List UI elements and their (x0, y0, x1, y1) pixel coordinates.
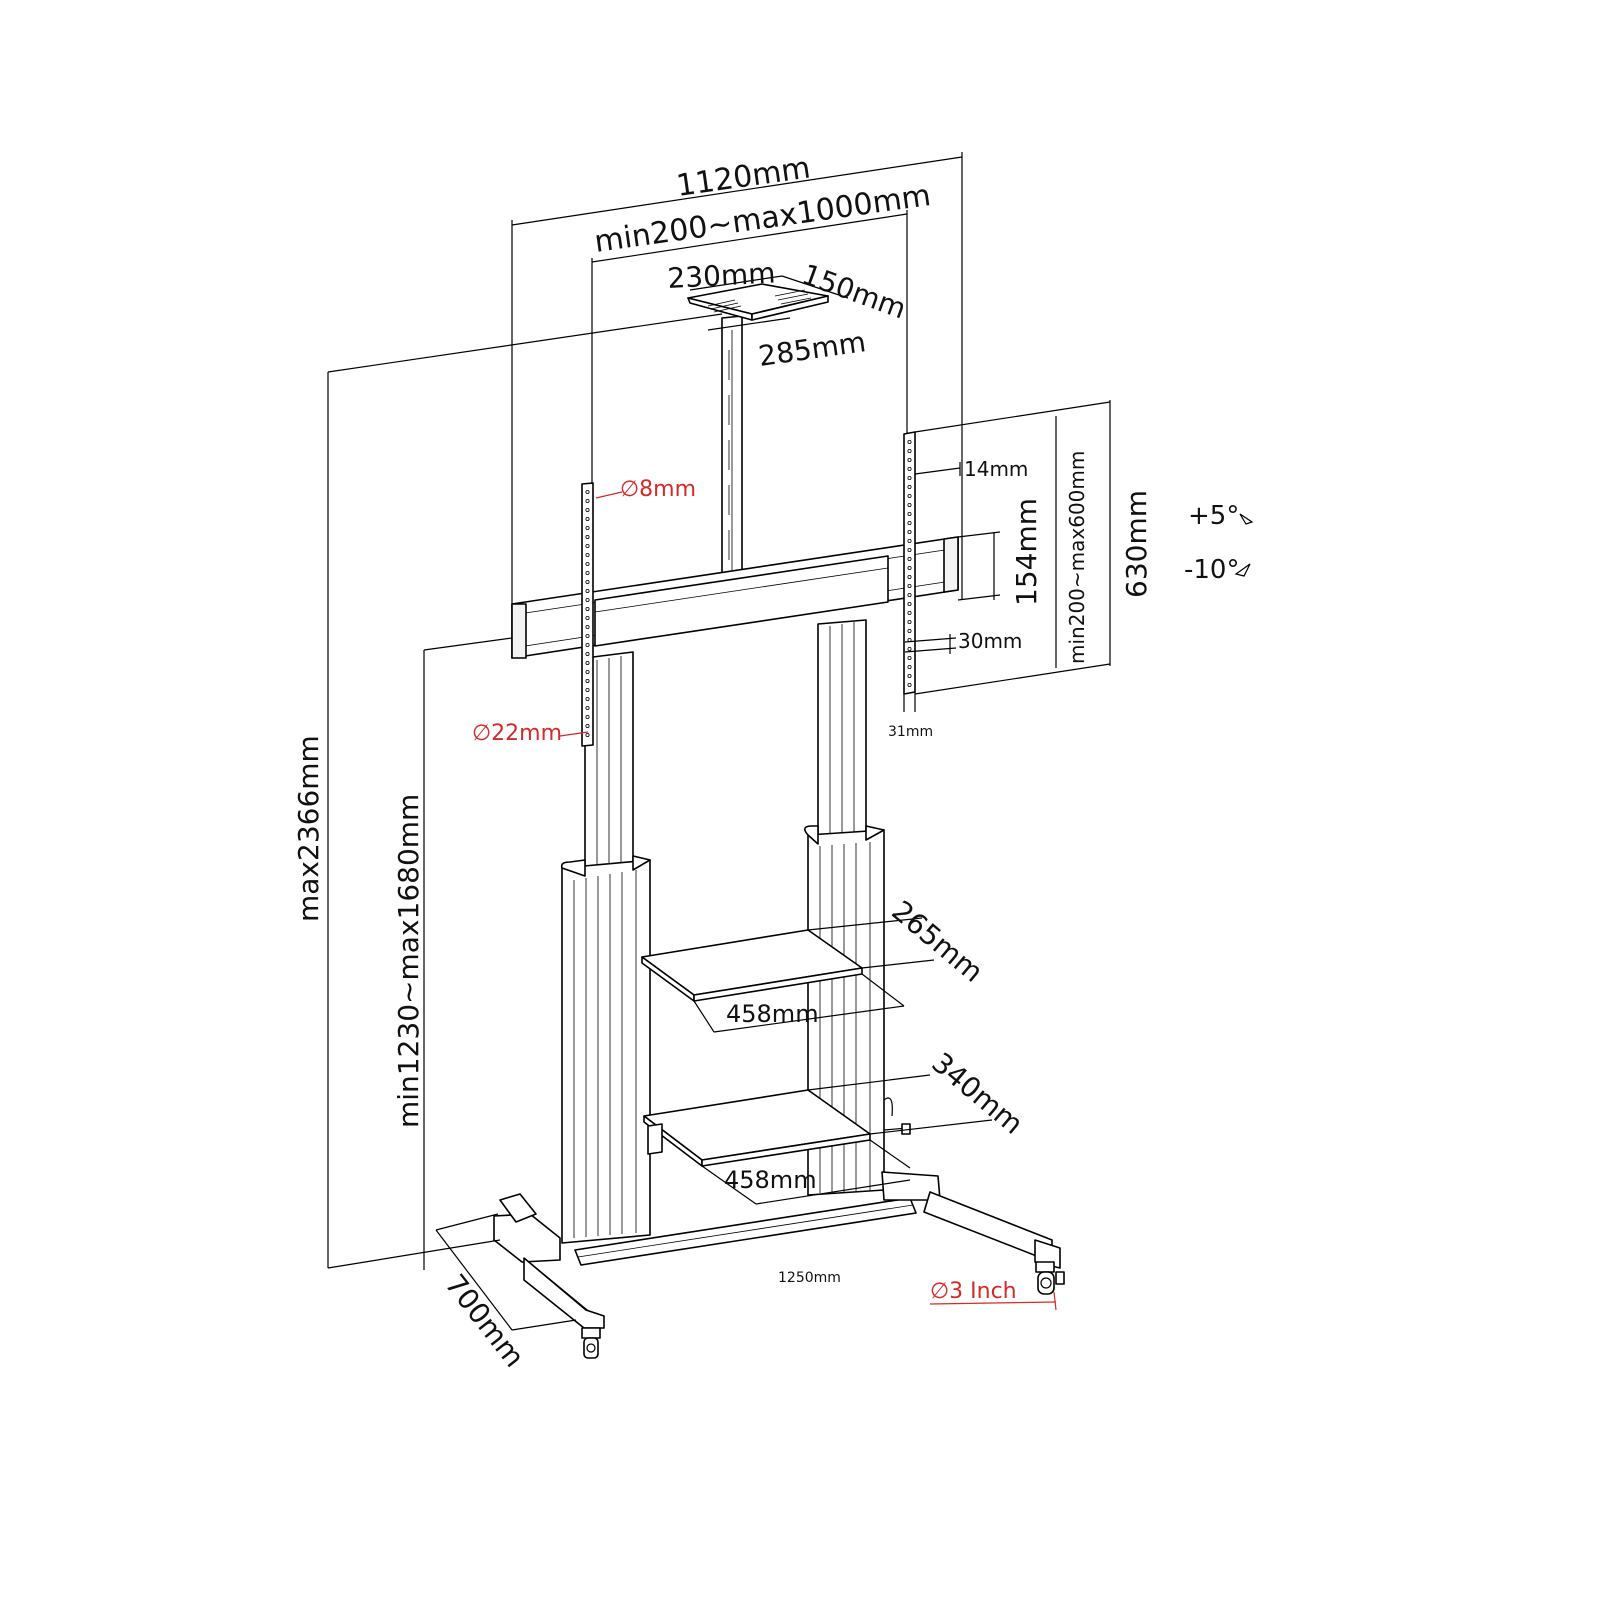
mount-hole (585, 517, 590, 522)
right-vesa-arm (903, 431, 916, 695)
mount-hole (585, 607, 590, 612)
mount-hole (585, 489, 590, 494)
mount-hole (907, 566, 912, 571)
mount-hole (585, 652, 590, 657)
mount-hole (585, 670, 590, 675)
caster-front-left (581, 1327, 601, 1359)
mount-hole (907, 575, 912, 580)
tilt-up-label: +5° (1188, 501, 1239, 531)
mount-crossbar (511, 536, 959, 659)
gap-14-label: 14mm (964, 457, 1028, 481)
hole-diameter-22-label: ∅22mm (472, 721, 562, 746)
max-height-label: max2366mm (292, 735, 325, 922)
mount-hole (907, 629, 912, 634)
mount-hole (585, 697, 590, 702)
mount-hole (585, 507, 590, 512)
bracket-depth-31-label: 31mm (888, 724, 933, 740)
mount-hole (907, 611, 912, 616)
mount-hole (585, 562, 590, 567)
mount-hole (585, 598, 590, 603)
mount-hole (907, 502, 912, 507)
mount-hole (907, 448, 912, 453)
dimension-lines (327, 152, 1254, 1331)
mount-hole (585, 616, 590, 621)
mount-hole (907, 530, 912, 535)
mount-hole (907, 656, 912, 661)
base-depth-label: 700mm (438, 1268, 530, 1373)
hole-diameter-8-label: ∅8mm (620, 477, 696, 502)
gap-154-label: 154mm (1010, 498, 1043, 606)
mount-hole (907, 439, 912, 444)
left-vesa-arm (581, 482, 594, 747)
gap-30-label: 30mm (958, 629, 1022, 653)
mount-height-range-label: min200~max600mm (1065, 451, 1089, 664)
mount-hole (585, 589, 590, 594)
tilt-down-label: -10° (1184, 555, 1239, 585)
mount-hole (907, 493, 912, 498)
mount-hole (585, 580, 590, 585)
caster-diameter-label: ∅3 Inch (930, 1279, 1017, 1304)
mount-hole (907, 484, 912, 489)
mount-hole (907, 593, 912, 598)
mount-hole (907, 584, 912, 589)
mount-hole (907, 539, 912, 544)
mount-hole (585, 679, 590, 684)
height-range-label: min1230~max1680mm (392, 794, 425, 1128)
mount-hole (585, 544, 590, 549)
mount-hole (907, 602, 912, 607)
lower-shelf (643, 1089, 871, 1167)
mount-hole (585, 625, 590, 630)
bracket-height-label: 630mm (1120, 490, 1153, 598)
camera-tray (687, 283, 829, 321)
overall-width-label: 1120mm (674, 151, 812, 204)
mount-hole (585, 661, 590, 666)
shelf-lower-depth-label: 340mm (926, 1046, 1030, 1141)
mount-hole (585, 526, 590, 531)
mount-hole (907, 557, 912, 562)
mount-hole (585, 535, 590, 540)
tray-length-label: 285mm (756, 325, 868, 373)
base-frame (493, 1171, 1061, 1329)
mount-hole (907, 548, 912, 553)
tray-depth-label: 150mm (798, 258, 911, 326)
mount-hole (907, 665, 912, 670)
center-post (721, 315, 743, 579)
mount-hole (585, 688, 590, 693)
mount-hole (585, 706, 590, 711)
mount-hole (907, 674, 912, 679)
mount-hole (907, 620, 912, 625)
mount-hole (585, 715, 590, 720)
shelf-upper-width-label: 458mm (726, 1000, 819, 1028)
mount-hole (585, 724, 590, 729)
mount-hole (585, 571, 590, 576)
shelf-lower-width-label: 458mm (724, 1166, 817, 1194)
mount-hole (585, 733, 590, 738)
tray-width-label: 230mm (667, 256, 777, 295)
mount-hole (585, 553, 590, 558)
mount-hole (907, 683, 912, 688)
dimension-labels: 1120mm min200~max1000mm 230mm 150mm 285m… (292, 151, 1239, 1374)
mount-hole (907, 457, 912, 462)
base-length-label: 1250mm (778, 1270, 841, 1286)
mount-hole (585, 634, 590, 639)
mount-hole (907, 466, 912, 471)
mount-hole (907, 512, 912, 517)
left-column (560, 651, 651, 1244)
mount-hole (907, 475, 912, 480)
caster-front-right (1035, 1261, 1065, 1295)
mount-hole (585, 643, 590, 648)
mount-hole (585, 498, 590, 503)
mount-hole (907, 647, 912, 652)
shelf-upper-depth-label: 265mm (886, 894, 990, 989)
mount-hole (907, 521, 912, 526)
side-handle (883, 1097, 911, 1135)
